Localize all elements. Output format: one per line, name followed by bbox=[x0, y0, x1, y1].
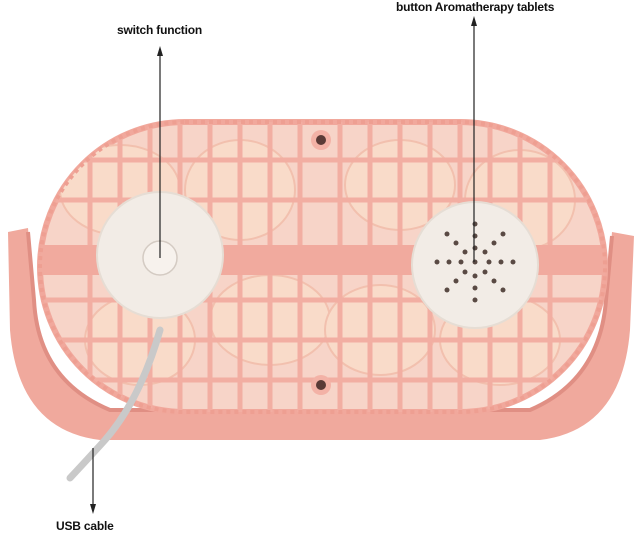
aromatherapy-cap[interactable] bbox=[411, 201, 539, 329]
switch-function-label: switch function bbox=[117, 23, 202, 37]
vent-holes bbox=[434, 221, 516, 303]
mounting-hole-bottom bbox=[311, 375, 331, 395]
mounting-hole-top bbox=[311, 130, 331, 150]
usb-arrow bbox=[90, 448, 96, 514]
aromatherapy-button-label: button Aromatherapy tablets bbox=[396, 0, 555, 14]
annotation-arrows bbox=[90, 16, 477, 514]
usb-cable-label: USB cable bbox=[56, 519, 114, 533]
button-arrow bbox=[471, 16, 477, 262]
switch-arrow bbox=[157, 46, 163, 258]
usb-cable bbox=[66, 326, 164, 482]
